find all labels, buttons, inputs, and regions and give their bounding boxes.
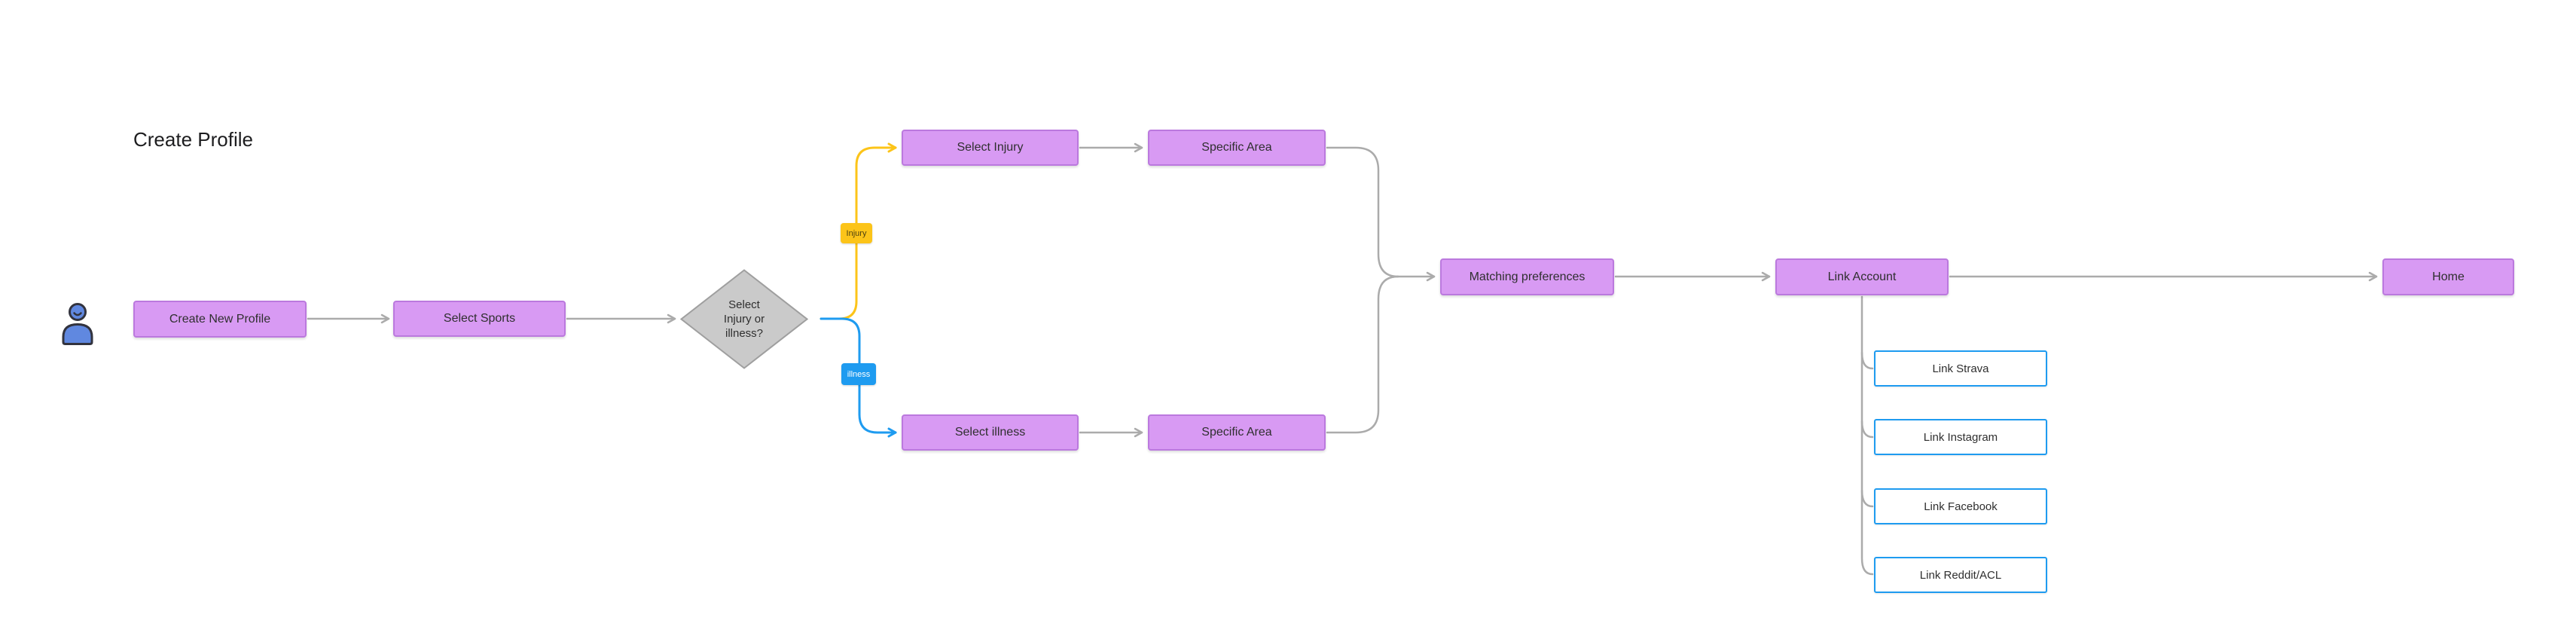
edge-label-injury[interactable]: Injury bbox=[841, 223, 872, 243]
node-link-reddit-acl[interactable]: Link Reddit/ACL bbox=[1874, 557, 2047, 593]
node-specific-area-illness[interactable]: Specific Area bbox=[1148, 414, 1326, 451]
decision-label: Select Injury or illness? bbox=[723, 298, 765, 340]
edge-merge-bottom bbox=[1326, 275, 1399, 434]
decision-diamond-shape bbox=[680, 269, 808, 369]
node-link-strava[interactable]: Link Strava bbox=[1874, 350, 2047, 387]
node-matching-preferences[interactable]: Matching preferences bbox=[1440, 258, 1614, 295]
node-specific-area-injury[interactable]: Specific Area bbox=[1148, 130, 1326, 166]
node-select-sports[interactable]: Select Sports bbox=[393, 301, 566, 337]
edge-branch-instagram bbox=[1860, 420, 1874, 439]
node-decision-injury-or-illness[interactable]: Select Injury or illness? bbox=[680, 269, 808, 369]
node-link-facebook[interactable]: Link Facebook bbox=[1874, 488, 2047, 524]
user-icon[interactable] bbox=[58, 302, 97, 346]
edge-branch-facebook bbox=[1860, 489, 1874, 508]
edge-label-illness[interactable]: illness bbox=[841, 363, 876, 385]
edge-linkaccount-trunk bbox=[1860, 295, 1874, 576]
node-select-injury[interactable]: Select Injury bbox=[902, 130, 1079, 166]
node-select-illness[interactable]: Select illness bbox=[902, 414, 1079, 451]
node-create-new-profile[interactable]: Create New Profile bbox=[133, 301, 307, 338]
node-link-instagram[interactable]: Link Instagram bbox=[1874, 419, 2047, 455]
edge-merge-top bbox=[1326, 146, 1399, 278]
node-home[interactable]: Home bbox=[2382, 258, 2514, 295]
page-title: Create Profile bbox=[133, 128, 253, 151]
node-link-account[interactable]: Link Account bbox=[1775, 258, 1949, 295]
edge-branch-strava bbox=[1860, 351, 1874, 370]
